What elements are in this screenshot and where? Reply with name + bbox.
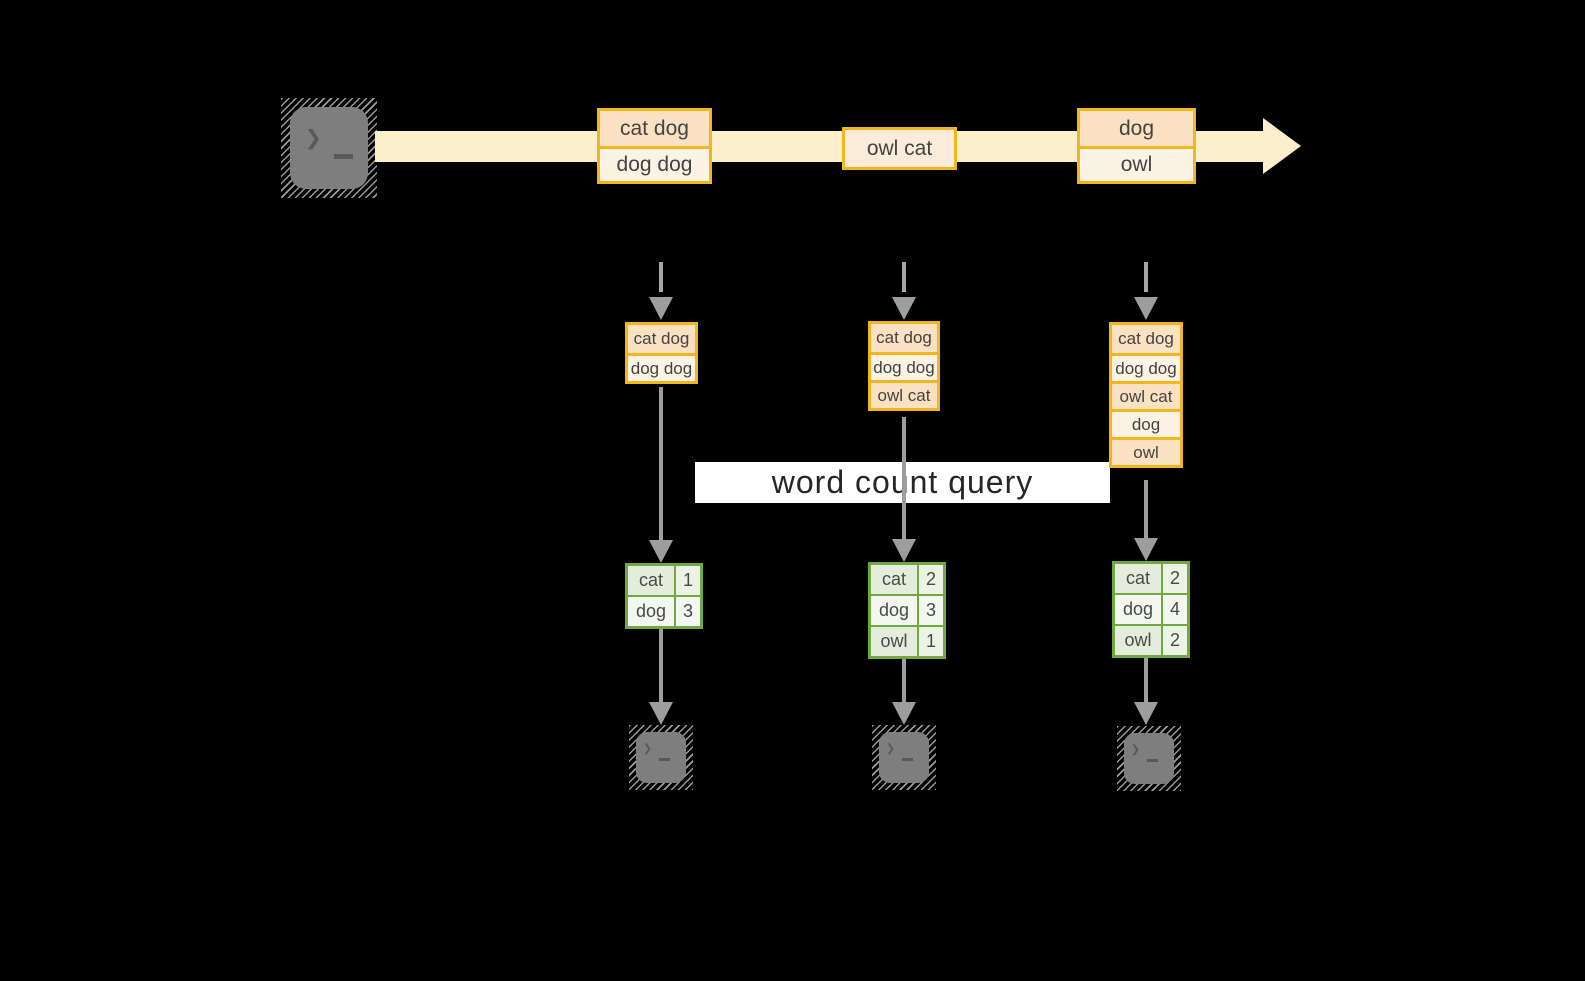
state-cell: owl cat xyxy=(1112,381,1180,409)
dashed-arrow-line xyxy=(902,262,906,292)
stream-event-cell: owl cat xyxy=(845,130,954,167)
stream-event-box-2: owl cat xyxy=(842,127,957,170)
terminal-cursor-icon xyxy=(902,758,913,761)
stream-event-cell: dog dog xyxy=(600,146,709,181)
dashed-arrowhead-icon xyxy=(1134,297,1158,320)
stream-event-box-1: cat dog dog dog xyxy=(597,108,712,184)
terminal-source-icon: ❯ xyxy=(281,98,377,198)
result-count-cell: 1 xyxy=(919,627,943,656)
stream-arrowhead-icon xyxy=(1263,118,1301,174)
flow-arrow-line xyxy=(902,659,906,704)
terminal-output-icon: ❯ xyxy=(629,725,693,790)
terminal-screen: ❯ xyxy=(1124,733,1174,784)
terminal-output-icon: ❯ xyxy=(872,725,936,790)
state-box-3: cat dog dog dog owl cat dog owl xyxy=(1109,322,1183,468)
state-cell: cat dog xyxy=(628,325,695,353)
state-cell: cat dog xyxy=(1112,325,1180,353)
state-cell: cat dog xyxy=(871,324,937,352)
state-cell: owl xyxy=(1112,437,1180,465)
stream-event-cell: dog xyxy=(1080,111,1193,146)
result-table-2: cat 2 dog 3 owl 1 xyxy=(868,562,946,659)
state-cell: dog dog xyxy=(628,353,695,381)
dashed-arrow-line xyxy=(1144,262,1148,292)
flow-arrow-line xyxy=(1144,480,1148,540)
flow-arrowhead-icon xyxy=(649,702,673,725)
stream-event-cell: cat dog xyxy=(600,111,709,146)
result-word-cell: cat xyxy=(871,565,917,594)
flow-arrowhead-icon xyxy=(892,539,916,562)
result-word-cell: cat xyxy=(1115,564,1161,593)
result-word-cell: dog xyxy=(1115,595,1161,624)
flow-arrowhead-icon xyxy=(1134,538,1158,561)
state-box-1: cat dog dog dog xyxy=(625,322,698,384)
result-count-cell: 1 xyxy=(676,566,700,595)
dashed-arrowhead-icon xyxy=(892,297,916,320)
flow-arrowhead-icon xyxy=(892,702,916,725)
terminal-prompt-icon: ❯ xyxy=(643,739,653,757)
flow-arrowhead-icon xyxy=(1134,702,1158,725)
result-count-cell: 4 xyxy=(1163,595,1187,624)
terminal-prompt-icon: ❯ xyxy=(886,739,896,757)
result-table-3: cat 2 dog 4 owl 2 xyxy=(1112,561,1190,658)
flow-arrow-line xyxy=(902,417,906,541)
result-count-cell: 3 xyxy=(676,597,700,626)
result-word-cell: owl xyxy=(1115,626,1161,655)
terminal-prompt-icon: ❯ xyxy=(1131,740,1141,758)
result-word-cell: owl xyxy=(871,627,917,656)
query-label: word count query xyxy=(771,464,1034,500)
terminal-prompt-icon: ❯ xyxy=(305,121,322,154)
state-cell: dog xyxy=(1112,409,1180,437)
result-table-1: cat 1 dog 3 xyxy=(625,563,703,629)
result-word-cell: dog xyxy=(871,596,917,625)
flow-arrow-line xyxy=(659,629,663,704)
flow-arrowhead-icon xyxy=(649,540,673,563)
terminal-screen: ❯ xyxy=(290,107,368,189)
terminal-screen: ❯ xyxy=(879,732,929,783)
terminal-cursor-icon xyxy=(334,154,353,159)
terminal-cursor-icon xyxy=(1147,759,1158,762)
state-cell: dog dog xyxy=(1112,353,1180,381)
result-count-cell: 3 xyxy=(919,596,943,625)
state-cell: owl cat xyxy=(871,380,937,408)
stream-event-cell: owl xyxy=(1080,146,1193,181)
result-word-cell: cat xyxy=(628,566,674,595)
flow-arrow-line xyxy=(1144,658,1148,704)
stream-event-box-3: dog owl xyxy=(1077,108,1196,184)
terminal-cursor-icon xyxy=(659,758,670,761)
result-count-cell: 2 xyxy=(1163,626,1187,655)
result-count-cell: 2 xyxy=(1163,564,1187,593)
result-word-cell: dog xyxy=(628,597,674,626)
dashed-arrow-line xyxy=(659,262,663,292)
terminal-output-icon: ❯ xyxy=(1117,726,1181,791)
flow-arrow-line xyxy=(659,387,663,542)
result-count-cell: 2 xyxy=(919,565,943,594)
terminal-screen: ❯ xyxy=(636,732,686,783)
state-box-2: cat dog dog dog owl cat xyxy=(868,321,940,411)
dashed-arrowhead-icon xyxy=(649,297,673,320)
state-cell: dog dog xyxy=(871,352,937,380)
